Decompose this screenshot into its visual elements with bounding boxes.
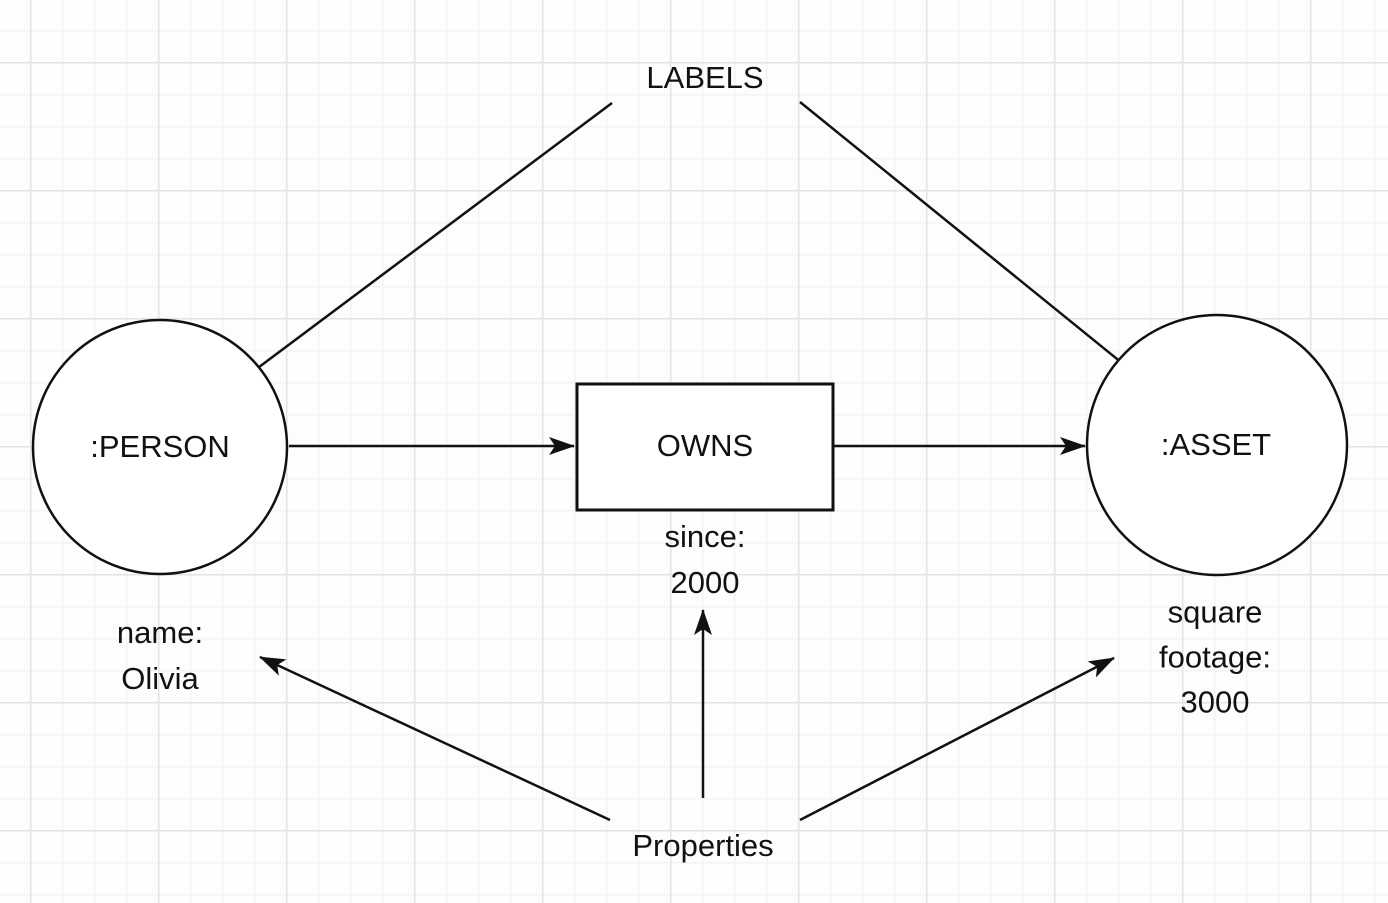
properties-arrow-to-name <box>259 655 611 822</box>
owns-relationship-label: OWNS <box>656 428 754 463</box>
person-node-circle <box>31 318 289 576</box>
labels-annotation-title: LABELS <box>646 60 764 95</box>
person-node-label: :PERSON <box>90 429 230 464</box>
asset-property-text: square footage: 3000 <box>1158 594 1272 720</box>
properties-annotation-title: Properties <box>632 828 774 863</box>
asset-node-circle <box>1085 313 1349 577</box>
properties-arrow-to-square-footage <box>799 656 1115 822</box>
asset-node-label: :ASSET <box>1160 427 1272 462</box>
person-property-text: name: Olivia <box>116 615 204 696</box>
labels-arrow-to-asset <box>799 101 1181 411</box>
owns-property-text: since: 2000 <box>664 519 746 600</box>
labels-arrow-to-person <box>198 101 613 414</box>
owns-relationship-box <box>575 382 835 512</box>
